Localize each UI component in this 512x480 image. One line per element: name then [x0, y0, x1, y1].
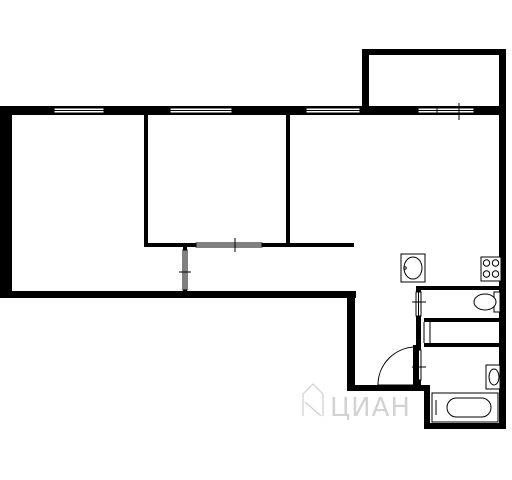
bottom-left-wall: [0, 291, 356, 298]
bottom-step-wall: [347, 385, 429, 391]
interior-walls: [144, 113, 506, 391]
balcony: [362, 49, 506, 109]
wet-block-left-wall: [416, 286, 421, 391]
bath-left-wall: [424, 385, 430, 429]
sink-icon: [400, 253, 426, 283]
stove-icon: [480, 256, 502, 282]
step-wall: [347, 291, 355, 390]
bath-sink-icon: [485, 364, 501, 390]
bottom-right-wall: [424, 423, 506, 429]
door-swing-arc: [377, 346, 417, 386]
watermark-text: ЦИАН: [330, 393, 411, 423]
toilet-bottom-wall: [424, 318, 506, 322]
bathtub-icon: [431, 392, 499, 423]
balcony-left-wall: [362, 49, 369, 109]
fixtures: [400, 253, 502, 423]
windows: [53, 103, 475, 120]
left-wall: [0, 106, 12, 298]
partition-left-middle: [144, 113, 148, 247]
right-wall: [499, 106, 506, 429]
toilet-icon: [473, 291, 501, 313]
outer-walls: [0, 106, 506, 429]
balcony-right-wall: [499, 49, 506, 109]
entrance-door-leaf: [413, 345, 418, 387]
cian-house-icon: [302, 383, 324, 417]
watermark: ЦИАН: [302, 383, 411, 423]
bathroom-top-wall: [424, 343, 506, 347]
partition-middle-right: [286, 113, 290, 247]
toilet-top-wall: [416, 286, 506, 290]
entrance-door: [377, 345, 418, 387]
balcony-top-wall: [362, 49, 506, 55]
top-wall: [0, 106, 506, 115]
